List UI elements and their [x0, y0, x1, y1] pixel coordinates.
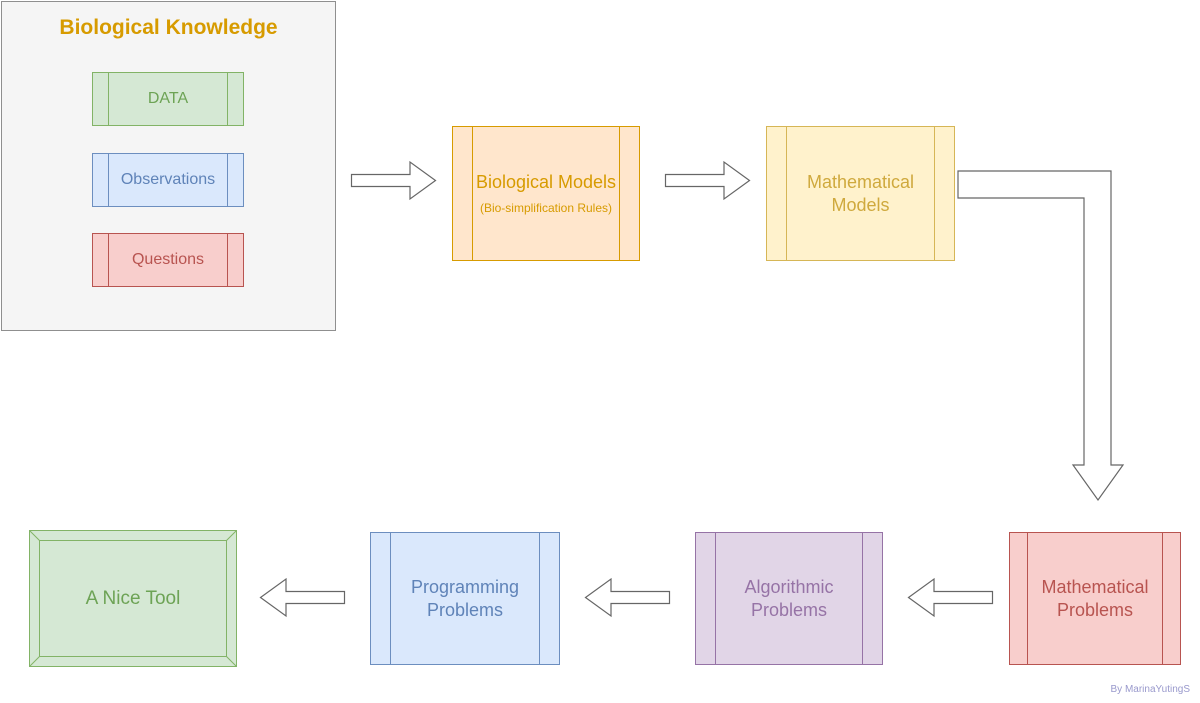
node-nice-tool-label: A Nice Tool: [85, 587, 181, 609]
node-mathematical-problems: Mathematical Problems: [1009, 532, 1181, 665]
arrow-mathematical-to-algorithmic-icon: [907, 577, 994, 618]
arrow-biological-to-mathematical-models-icon: [664, 160, 751, 201]
node-algorithmic-problems: Algorithmic Problems: [695, 532, 883, 665]
node-biological-models-label: Biological Models: [475, 172, 617, 193]
node-biological-models: Biological Models (Bio-simplification Ru…: [452, 126, 640, 261]
arrow-algorithmic-to-programming-icon: [584, 577, 671, 618]
node-programming-problems: Programming Problems: [370, 532, 560, 665]
arrow-knowledge-to-biological-models-icon: [350, 160, 437, 201]
node-nice-tool: A Nice Tool: [29, 530, 237, 667]
credit-text: By MarinaYutingS: [1110, 684, 1191, 695]
nice-tool-frame-icon: [29, 530, 237, 667]
node-data: DATA: [92, 72, 244, 126]
node-algorithmic-problems-label: Algorithmic Problems: [744, 577, 834, 620]
node-questions: Questions: [92, 233, 244, 287]
node-questions-label: Questions: [131, 251, 205, 268]
node-mathematical-models-label: Mathematical Models: [806, 172, 915, 215]
node-mathematical-problems-label: Mathematical Problems: [1041, 577, 1149, 620]
node-data-label: DATA: [147, 90, 189, 107]
node-mathematical-models: Mathematical Models: [766, 126, 955, 261]
group-title: Biological Knowledge: [59, 16, 278, 39]
node-observations: Observations: [92, 153, 244, 207]
node-biological-models-subtitle: (Bio-simplification Rules): [479, 200, 613, 215]
arrow-models-to-problems-elbow-icon: [957, 170, 1125, 502]
arrow-programming-to-nice-tool-icon: [259, 577, 346, 618]
node-observations-label: Observations: [120, 171, 216, 188]
node-programming-problems-label: Programming Problems: [410, 577, 520, 620]
